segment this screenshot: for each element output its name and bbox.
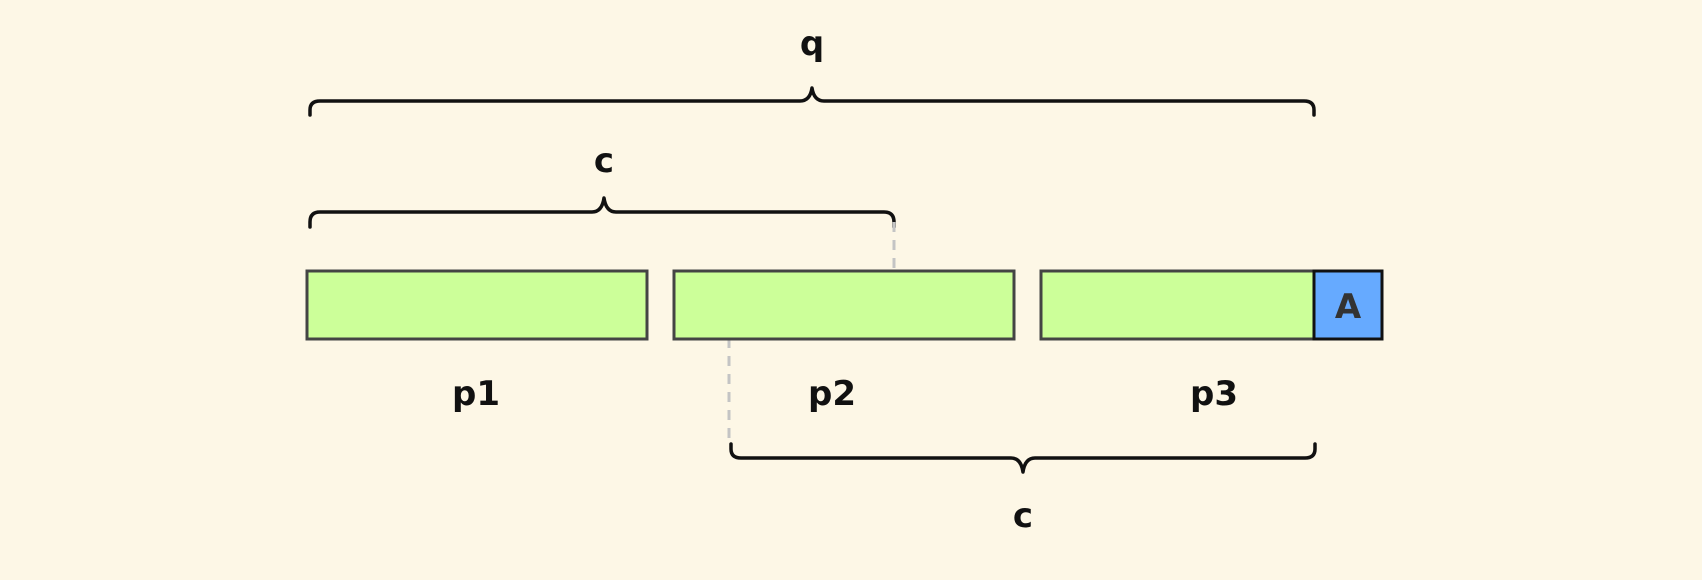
brace-q-shape bbox=[308, 86, 1316, 117]
brace-q-label: q bbox=[800, 24, 824, 64]
brace-lower-c-label: c bbox=[1013, 496, 1033, 536]
segment-p3 bbox=[1039, 269, 1316, 341]
segment-p1 bbox=[305, 269, 649, 341]
segment-label-p2: p2 bbox=[808, 374, 856, 414]
tail-block-label: A bbox=[1335, 287, 1362, 327]
brace-q: q bbox=[308, 24, 1316, 117]
brace-upper-c: c bbox=[308, 141, 896, 229]
brace-upper-c-shape bbox=[308, 196, 896, 229]
tail-block-a bbox=[1312, 269, 1384, 341]
brace-lower-c-shape bbox=[729, 442, 1317, 474]
segment-p2 bbox=[672, 269, 1016, 341]
brace-lower-c: c bbox=[729, 442, 1317, 536]
segment-label-p1: p1 bbox=[452, 374, 500, 414]
brace-upper-c-label: c bbox=[594, 141, 614, 181]
segment-label-p3: p3 bbox=[1190, 374, 1238, 414]
